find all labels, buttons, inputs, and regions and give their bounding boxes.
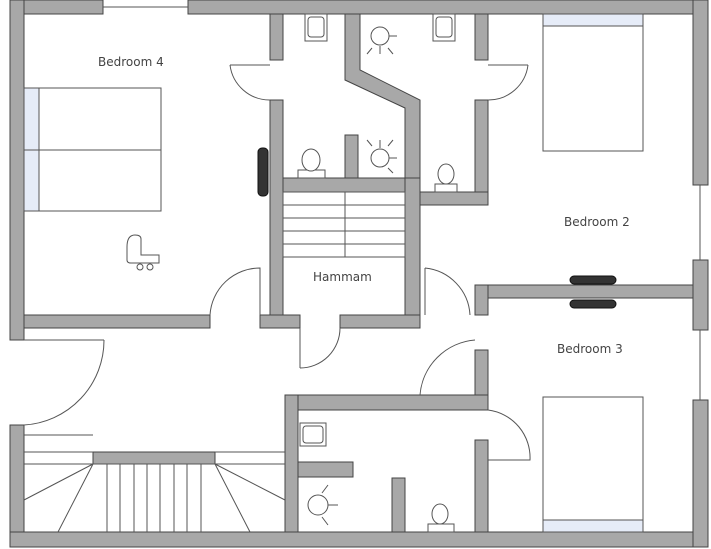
radiator-icon	[569, 275, 617, 285]
label-bedroom-2: Bedroom 2	[564, 215, 630, 229]
doors	[23, 64, 531, 461]
bed-bedroom-3	[542, 396, 644, 533]
bed-bedroom-4	[23, 87, 162, 212]
radiator-icon	[257, 147, 269, 197]
shower-icon	[366, 139, 397, 174]
furniture	[23, 13, 644, 533]
label-bedroom-4: Bedroom 4	[98, 55, 164, 69]
windows	[103, 6, 701, 400]
toilet-icon	[434, 163, 458, 193]
shower-icon	[307, 484, 338, 526]
stairs	[23, 191, 406, 533]
bed-bedroom-2	[542, 13, 644, 152]
label-bedroom-3: Bedroom 3	[557, 342, 623, 356]
toilet-icon	[297, 148, 326, 179]
toilet-icon	[427, 503, 455, 533]
radiator-icon	[569, 299, 617, 309]
label-hammam: Hammam	[313, 270, 372, 284]
shower-icon	[366, 26, 397, 55]
room-labels: Bedroom 4 Bedroom 2 Bedroom 3 Hammam	[98, 55, 630, 356]
chair-icon	[126, 234, 160, 264]
